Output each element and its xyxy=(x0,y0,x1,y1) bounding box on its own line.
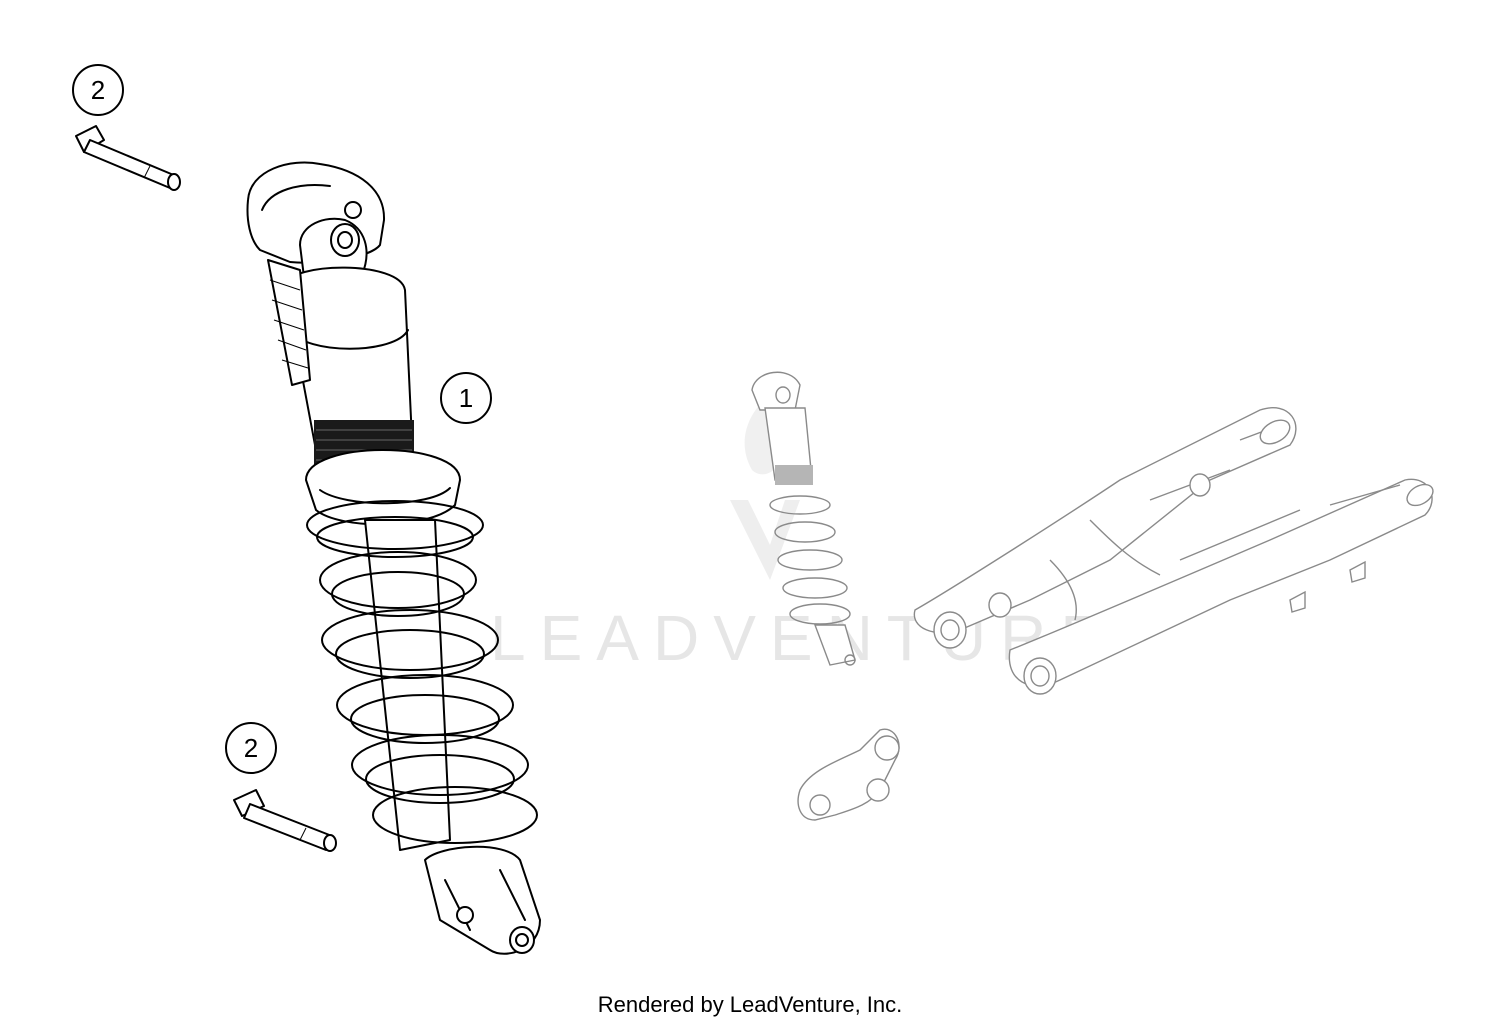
callout-label: 1 xyxy=(459,383,473,413)
callout-shock: 1 xyxy=(440,372,492,424)
callout-bolt-bottom: 2 xyxy=(225,722,277,774)
spring xyxy=(306,500,538,844)
shock-absorber xyxy=(246,161,541,955)
footer-credit: Rendered by LeadVenture, Inc. xyxy=(597,992,903,1017)
callout-label: 2 xyxy=(91,75,105,105)
reference-linkage xyxy=(797,728,900,821)
bolt-top xyxy=(75,125,181,191)
callout-bolt-top: 2 xyxy=(72,64,124,116)
callout-label: 2 xyxy=(244,733,258,763)
bolt-bottom xyxy=(233,789,337,852)
reference-swingarm xyxy=(913,407,1434,695)
reference-shock xyxy=(751,371,856,666)
